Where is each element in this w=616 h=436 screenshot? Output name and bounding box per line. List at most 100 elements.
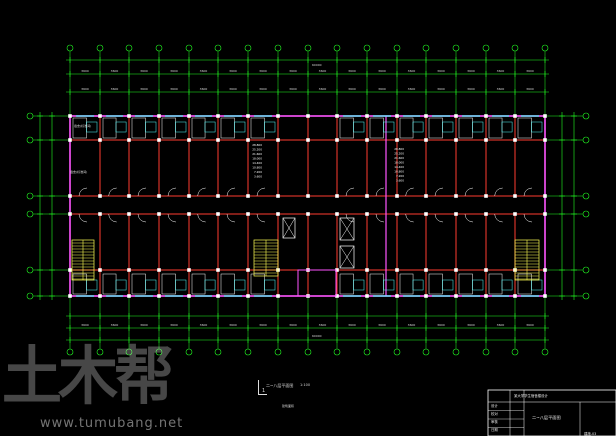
watermark-url: www.tumubang.net — [40, 416, 184, 431]
column — [276, 194, 280, 198]
bathroom-south — [250, 273, 265, 295]
elevation-label: 3.600 — [254, 175, 262, 179]
column — [513, 194, 517, 198]
axis-bubble-bottom — [304, 348, 312, 356]
column — [513, 294, 517, 298]
bay-dim-top: 3600 — [408, 69, 416, 73]
axis-bubble-bottom — [393, 348, 401, 356]
column — [246, 212, 250, 216]
column — [216, 268, 220, 272]
bathroom-south — [339, 273, 354, 295]
stair-layer — [71, 239, 540, 281]
bay-dim-top: 3600 — [378, 69, 386, 73]
lobby — [297, 269, 337, 297]
bay-dim-bottom: 3600 — [140, 323, 148, 327]
wardrobe-north — [472, 121, 484, 133]
axis-bubble-right — [582, 136, 590, 144]
column — [246, 268, 250, 272]
wardrobe-north — [531, 121, 543, 133]
bay-dim-bottom: 3600 — [408, 323, 416, 327]
wardrobe-south — [353, 279, 365, 291]
bay-dim-top: 3600 — [259, 69, 267, 73]
wardrobe-north — [145, 121, 157, 133]
wardrobe-north — [501, 121, 513, 133]
axis-bubble-bottom — [422, 348, 430, 356]
column — [157, 294, 161, 298]
bathroom-south — [102, 273, 117, 295]
bathroom-south — [131, 273, 146, 295]
column — [365, 212, 369, 216]
door-arc-south — [405, 213, 414, 223]
wardrobe-south — [472, 279, 484, 291]
column — [276, 294, 280, 298]
axis-bubble-top — [393, 44, 401, 52]
axis-bubble-bottom — [274, 348, 282, 356]
bay-dim-top-2: 3600 — [437, 87, 445, 91]
column — [68, 194, 72, 198]
bathroom-north — [191, 117, 206, 139]
bay-dim-top: 3600 — [319, 69, 327, 73]
column — [246, 194, 250, 198]
axis-bubble-top — [274, 44, 282, 52]
axis-bubble-top — [214, 44, 222, 52]
door-arc-north — [197, 187, 206, 197]
door-arc-south — [226, 213, 236, 223]
door-arc-north — [494, 187, 503, 197]
bathroom-north — [428, 117, 443, 139]
elevator-2 — [339, 217, 355, 241]
axis-bubble-left — [26, 192, 34, 200]
door-arc-south — [197, 213, 206, 223]
door-arc-south — [494, 213, 503, 223]
room-label-1: 宿舍(标准间) — [74, 124, 92, 128]
elevation-label-2: 14.400 — [394, 165, 404, 169]
column — [454, 194, 458, 198]
bay-dim-top: 3600 — [81, 69, 89, 73]
axis-bubble-left — [26, 266, 34, 274]
elevation-label-2: 28.800 — [394, 147, 404, 151]
wardrobe-south — [264, 279, 276, 291]
bathroom-north — [339, 117, 354, 139]
bay-dim-bottom: 3600 — [81, 323, 89, 327]
title-block-row-2: 校对 — [491, 412, 498, 416]
bathroom-north — [72, 117, 87, 139]
bay-dim-top: 3600 — [526, 69, 534, 73]
column — [157, 268, 161, 272]
column — [543, 138, 547, 142]
axis-bubble-top — [482, 44, 490, 52]
column — [157, 114, 161, 118]
column — [98, 294, 102, 298]
wall-layer — [68, 114, 547, 298]
axis-bubble-top — [96, 44, 104, 52]
column — [484, 268, 488, 272]
bay-dim-top-2: 3600 — [408, 87, 416, 91]
bay-dim-top-2: 3600 — [289, 87, 297, 91]
door-arc-south — [523, 213, 533, 223]
column — [484, 294, 488, 298]
door-arc-south — [137, 213, 147, 223]
axis-bubble-top — [244, 44, 252, 52]
axis-bubble-right — [582, 266, 590, 274]
column — [98, 114, 102, 118]
wardrobe-south — [412, 279, 424, 291]
room-layer — [72, 117, 543, 295]
room-label-2: 宿舍(标准间) — [70, 170, 88, 174]
bathroom-north — [131, 117, 146, 139]
bathroom-north — [517, 117, 532, 139]
column — [543, 114, 547, 118]
wardrobe-north — [175, 121, 187, 133]
column — [157, 138, 161, 142]
column — [543, 268, 547, 272]
axis-bubble-top — [66, 44, 74, 52]
bay-dim-top: 3600 — [437, 69, 445, 73]
column — [335, 194, 339, 198]
axis-bubble-right — [582, 210, 590, 218]
axis-bubble-top — [333, 44, 341, 52]
elevation-label: 25.200 — [252, 148, 262, 152]
column — [187, 268, 191, 272]
elevation-label-2: 10.800 — [394, 170, 404, 174]
bay-dim-top: 3600 — [170, 69, 178, 73]
plan-scale: 1:100 — [300, 383, 311, 387]
column — [395, 194, 399, 198]
axis-bubble-bottom — [511, 348, 519, 356]
bathroom-south — [488, 273, 503, 295]
